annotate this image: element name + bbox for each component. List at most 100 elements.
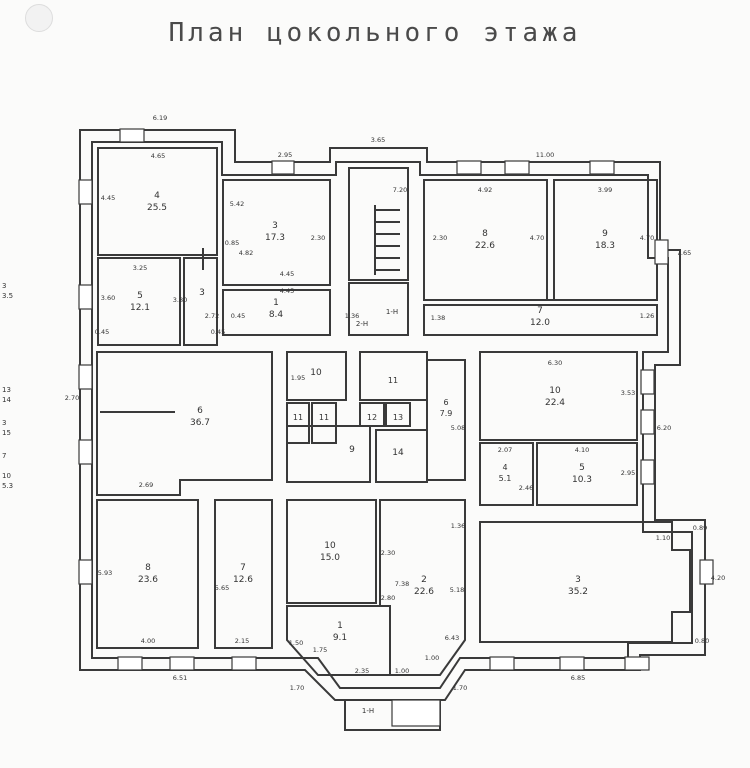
room-label: 222.6 <box>414 575 434 597</box>
room-label: 712.0 <box>530 306 550 328</box>
room-number: 8 <box>145 563 151 573</box>
margin-fragment: 3 <box>2 282 6 290</box>
dimension-label: 1.70 <box>453 684 467 692</box>
room-number: 12 <box>367 413 377 422</box>
dimension-label: 1.36 <box>451 522 465 530</box>
room-number: 6 <box>443 398 448 407</box>
dimension-label: 2.95 <box>278 151 292 159</box>
room-label: 425.5 <box>147 191 167 213</box>
dimension-label: 2.46 <box>519 484 533 492</box>
room-label: 14 <box>392 448 404 458</box>
dimension-label: 5.18 <box>450 586 464 594</box>
dimension-label: 1.26 <box>640 312 654 320</box>
dimension-label: 3.99 <box>598 186 612 194</box>
screen-corner-circle <box>25 4 53 32</box>
room-label: 11 <box>388 376 398 385</box>
room-number: 3 <box>272 221 278 231</box>
room-area: 15.0 <box>320 553 340 563</box>
room-label: 10 22.4 <box>545 386 565 408</box>
margin-fragment: 5.3 <box>2 482 13 490</box>
room-area: 8.4 <box>269 310 284 320</box>
dimension-label: 3.80 <box>173 296 187 304</box>
room-number: 3 <box>199 288 205 298</box>
dimension-label: 4.20 <box>711 574 725 582</box>
room-label: 823.6 <box>138 563 158 585</box>
room-number: 1 <box>337 621 343 631</box>
dimension-label: 3.65 <box>371 136 385 144</box>
room-label: 12 <box>367 413 377 422</box>
room-label: 11 <box>293 413 303 422</box>
dimension-label: 1.50 <box>289 639 303 647</box>
margin-fragment: 15 <box>2 429 11 437</box>
dimension-label: 4.82 <box>239 249 253 257</box>
room-area: 17.3 <box>265 233 285 243</box>
dimension-label: 2.07 <box>498 446 512 454</box>
room-area: 25.5 <box>147 203 167 213</box>
dimension-label: 6.43 <box>445 634 459 642</box>
dimension-label: 2.30 <box>433 234 447 242</box>
margin-fragment: 3 <box>2 419 6 427</box>
room-label: 317.3 <box>265 221 285 243</box>
dimension-label: 0.45 <box>211 328 225 336</box>
room-label: 9 <box>349 445 355 455</box>
room-number: 11 <box>319 413 329 422</box>
room-area: 22.4 <box>545 398 565 408</box>
dimension-label: 2.30 <box>381 549 395 557</box>
dimension-label: 4.70 <box>640 234 654 242</box>
room-label: 712.6 <box>233 563 253 585</box>
room-label: 918.3 <box>595 229 615 251</box>
margin-fragments: 3 3.5 13 14 3 15 7 10 5.3 <box>2 282 13 490</box>
room-number: 10 <box>549 386 561 396</box>
dimension-label: 4.45 <box>101 194 115 202</box>
stair-markers: 1-Н 2-Н 1-Н <box>356 308 398 715</box>
dimension-label: 5.42 <box>230 200 244 208</box>
dimension-label: 6.85 <box>571 674 585 682</box>
dimension-label: 7.38 <box>395 580 409 588</box>
dimension-label: 3.25 <box>133 264 147 272</box>
walls <box>79 129 706 731</box>
room-number: 4 <box>502 463 507 472</box>
dimension-label: 4.00 <box>141 637 155 645</box>
room-number: 9 <box>349 445 355 455</box>
dimension-label: 2.95 <box>621 469 635 477</box>
dimension-label: 1.00 <box>425 654 439 662</box>
room-area: 5.1 <box>499 474 512 483</box>
room-area: 7.9 <box>440 409 453 418</box>
room-label: 335.2 <box>568 575 588 597</box>
dimension-label: 5.65 <box>215 584 229 592</box>
dimension-label: 6.19 <box>153 114 167 122</box>
dimension-label: 1.95 <box>291 374 305 382</box>
dimension-label: 7.65 <box>677 249 691 257</box>
dimension-label: 4.45 <box>280 287 294 295</box>
room-area: 22.6 <box>475 241 495 251</box>
dimension-label: 4.45 <box>280 270 294 278</box>
dimension-label: 11.00 <box>536 151 555 159</box>
room-number: 13 <box>393 413 403 422</box>
room-area: 36.7 <box>190 418 210 428</box>
room-area: 9.1 <box>333 633 347 643</box>
room-label: 67.9 <box>440 398 453 418</box>
stair-label: 2-Н <box>356 320 368 328</box>
dimension-label: 2.72 <box>205 312 219 320</box>
dimension-label: 2.80 <box>381 594 395 602</box>
room-area: 12.6 <box>233 575 253 585</box>
dimension-label: 3.53 <box>621 389 635 397</box>
room-number: 9 <box>602 229 608 239</box>
room-number: 2 <box>421 575 427 585</box>
room-number: 3 <box>575 575 581 585</box>
room-area: 35.2 <box>568 587 588 597</box>
dimension-label: 2.70 <box>65 394 79 402</box>
dimension-label: 2.30 <box>311 234 325 242</box>
dimension-label: 0.45 <box>231 312 245 320</box>
room-number: 8 <box>482 229 488 239</box>
dimension-label: 4.70 <box>530 234 544 242</box>
dimension-label: 6.20 <box>657 424 671 432</box>
room-area: 18.3 <box>595 241 615 251</box>
room-number: 6 <box>197 406 203 416</box>
dimension-label: 1.70 <box>290 684 304 692</box>
room-label: 822.6 <box>475 229 495 251</box>
room-label: 18.4 <box>269 298 284 320</box>
room-label: 3 <box>199 288 205 298</box>
